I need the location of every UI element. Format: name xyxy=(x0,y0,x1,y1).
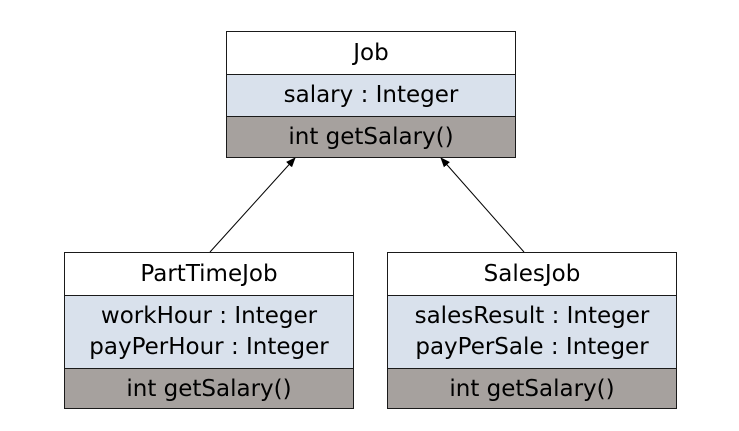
method-get-salary: int getSalary() xyxy=(288,124,454,150)
class-name: PartTimeJob xyxy=(65,253,353,296)
class-name-text: SalesJob xyxy=(483,261,581,287)
method-get-salary: int getSalary() xyxy=(449,375,615,402)
inheritance-arrow-parttimejob-to-job xyxy=(209,157,296,253)
class-methods: int getSalary() xyxy=(388,369,676,408)
attribute-pay-per-sale: payPerSale : Integer xyxy=(415,334,649,360)
class-job: Job salary : Integer int getSalary() xyxy=(226,31,516,158)
attribute-work-hour: workHour : Integer xyxy=(100,303,318,329)
class-attributes: salary : Integer xyxy=(227,75,515,117)
class-attributes: workHour : Integer payPerHour : Integer xyxy=(65,296,353,369)
class-attributes: salesResult : Integer payPerSale : Integ… xyxy=(388,296,676,369)
class-methods: int getSalary() xyxy=(65,369,353,408)
class-name-text: Job xyxy=(353,40,389,66)
class-name: Job xyxy=(227,32,515,75)
inheritance-arrow-salesjob-to-job xyxy=(440,157,525,253)
class-salesjob: SalesJob salesResult : Integer payPerSal… xyxy=(387,252,677,409)
method-get-salary: int getSalary() xyxy=(126,375,292,402)
class-name-text: PartTimeJob xyxy=(140,261,278,287)
attribute-sales-result: salesResult : Integer xyxy=(414,303,650,329)
class-name: SalesJob xyxy=(388,253,676,296)
attribute-salary: salary : Integer xyxy=(283,82,459,108)
class-methods: int getSalary() xyxy=(227,117,515,157)
class-parttimejob: PartTimeJob workHour : Integer payPerHou… xyxy=(64,252,354,409)
attribute-pay-per-hour: payPerHour : Integer xyxy=(89,334,329,360)
